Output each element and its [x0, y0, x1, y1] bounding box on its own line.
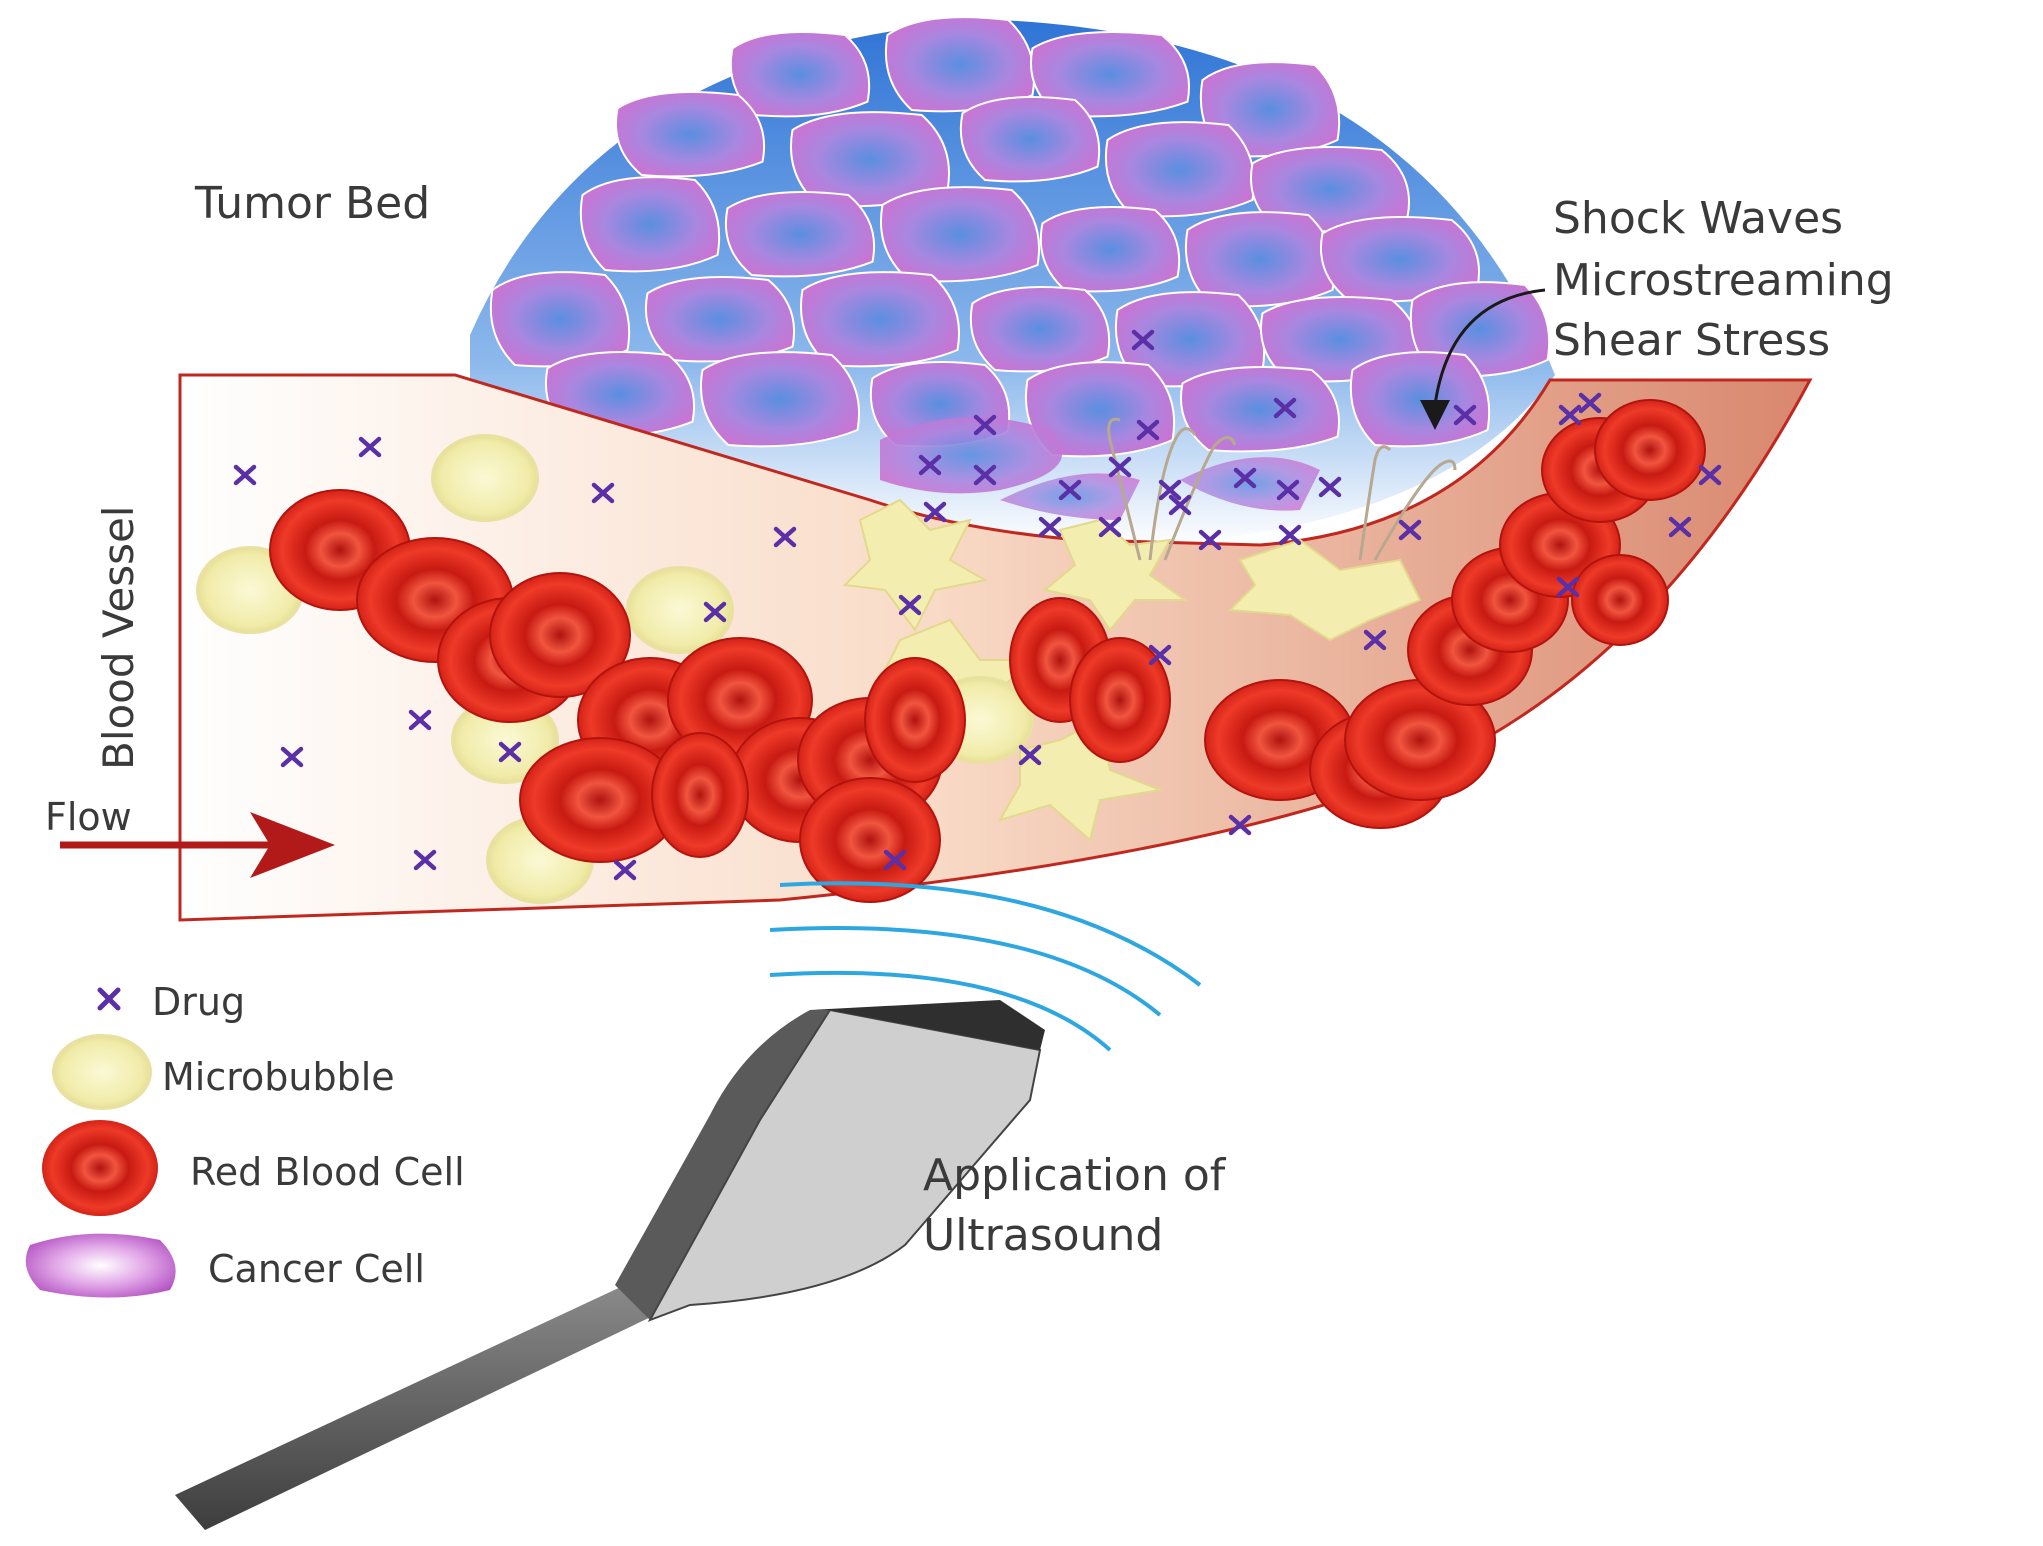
drug-particle	[1168, 494, 1192, 516]
drug-particle	[1198, 529, 1222, 551]
drug-particle	[923, 501, 947, 523]
drug-particle	[703, 601, 727, 623]
flow-label: Flow	[45, 795, 132, 839]
cancer-cell	[489, 271, 631, 368]
cancer-cell	[799, 271, 961, 368]
red-blood-cell	[651, 732, 749, 858]
microbubble	[626, 566, 734, 654]
cancer-cell	[724, 191, 876, 278]
drug-particle	[408, 709, 432, 731]
drug-particle	[1273, 397, 1297, 419]
red-blood-cell-icon	[42, 1120, 158, 1216]
legend-red-blood-cell: Red Blood Cell	[42, 1120, 465, 1216]
red-blood-cell	[799, 777, 941, 903]
shear-stress-label: Shear Stress	[1553, 315, 1830, 366]
cancer-cell	[1039, 206, 1181, 293]
drug-particle	[918, 454, 942, 476]
red-blood-cell	[489, 572, 631, 698]
drug-particle	[1318, 476, 1342, 498]
cancer-cells	[489, 16, 1551, 458]
shock-waves-label: Shock Waves	[1553, 193, 1843, 244]
tumor-bed	[470, 16, 1555, 547]
cancer-cell	[1104, 121, 1256, 218]
drug-particle	[973, 414, 997, 436]
drug-particle	[1098, 516, 1122, 538]
drug-particles	[233, 329, 1722, 881]
microbubble	[431, 434, 539, 522]
drug-particle	[1018, 744, 1042, 766]
drug-particle	[1363, 629, 1387, 651]
cancer-cell	[644, 276, 796, 363]
drug-particle	[280, 746, 304, 768]
blood-vessel-label: Blood Vessel	[94, 506, 143, 770]
drug-particle	[1228, 814, 1252, 836]
cancer-cell	[969, 286, 1111, 373]
microstreaming-swirls	[1107, 417, 1457, 561]
legend: Drug Microbubble Red Blood Cell Cancer C…	[25, 980, 465, 1298]
drug-particle	[613, 859, 637, 881]
drug-particle	[413, 849, 437, 871]
legend-cancer-cell: Cancer Cell	[25, 1233, 425, 1298]
red-blood-cell	[1069, 637, 1171, 763]
legend-cancer-cell-label: Cancer Cell	[208, 1247, 425, 1291]
cancer-cell	[614, 91, 766, 178]
application-label-line1: Application of	[923, 1150, 1227, 1201]
drug-particle	[1558, 404, 1582, 426]
drug-particle	[1058, 479, 1082, 501]
microbubble-icon	[52, 1034, 152, 1110]
legend-drug-label: Drug	[152, 980, 245, 1024]
red-blood-cells	[269, 399, 1706, 903]
drug-particle	[1278, 524, 1302, 546]
legend-rbc-label: Red Blood Cell	[190, 1150, 465, 1194]
invading-cancer-cells	[880, 417, 1320, 520]
application-label-line2: Ultrasound	[923, 1210, 1163, 1261]
drug-particle	[591, 482, 615, 504]
drug-particle	[233, 464, 257, 486]
drug-particle	[1578, 392, 1602, 414]
drug-particle	[773, 526, 797, 548]
cancer-cell	[1180, 366, 1340, 453]
drug-particle	[1136, 419, 1160, 441]
ultrasound-waves	[769, 881, 1202, 1052]
drug-particle	[1398, 519, 1422, 541]
cancer-cell	[959, 96, 1101, 183]
drug-particle	[1556, 576, 1580, 598]
legend-microbubble-label: Microbubble	[162, 1055, 395, 1099]
cancer-cell-icon	[25, 1233, 176, 1298]
drug-particle	[1233, 467, 1257, 489]
drug-icon	[97, 987, 121, 1011]
cancer-cell	[579, 176, 721, 273]
drug-particle	[1453, 404, 1477, 426]
red-blood-cell	[864, 657, 966, 783]
cancer-cell	[884, 16, 1036, 113]
drug-particle	[883, 849, 907, 871]
drug-particle	[498, 741, 522, 763]
drug-particle	[1698, 464, 1722, 486]
drug-particle	[1158, 479, 1182, 501]
flow-arrow	[60, 812, 335, 878]
drug-particle	[973, 464, 997, 486]
drug-particle	[1668, 516, 1692, 538]
legend-microbubble: Microbubble	[52, 1034, 395, 1110]
drug-particle	[1148, 644, 1172, 666]
drug-particle	[1108, 456, 1132, 478]
cancer-cell	[1184, 211, 1336, 308]
cancer-cell	[729, 31, 871, 118]
drug-particle	[1131, 329, 1155, 351]
cancer-cell	[1349, 351, 1491, 448]
ultrasound-probe	[175, 1000, 1045, 1530]
microstreaming-label: Microstreaming	[1553, 255, 1894, 306]
shock-waves-pointer	[1420, 288, 1546, 430]
drug-particle	[898, 594, 922, 616]
drug-particle	[1038, 516, 1062, 538]
drug-particle	[358, 436, 382, 458]
drug-particle	[1276, 479, 1300, 501]
cancer-cell	[699, 351, 861, 448]
cancer-cell	[879, 186, 1041, 283]
red-blood-cell	[1571, 554, 1669, 646]
legend-drug: Drug	[97, 980, 245, 1024]
tumor-bed-label: Tumor Bed	[194, 178, 430, 229]
red-blood-cell	[1594, 399, 1706, 501]
